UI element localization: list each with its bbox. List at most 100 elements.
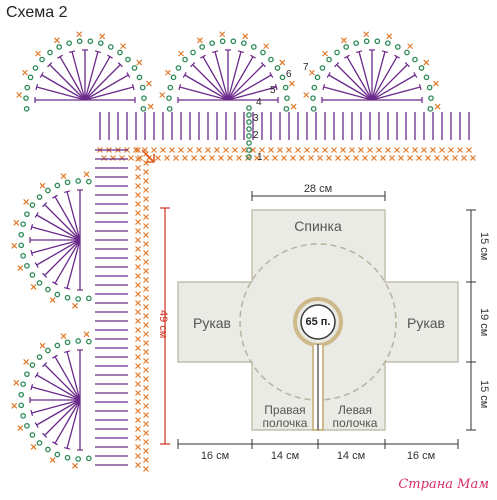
stitch-top	[34, 212, 39, 218]
sc-stitch	[227, 155, 233, 161]
dc-stitch	[227, 74, 272, 101]
sc-stitch	[219, 31, 226, 38]
row-marker-4: 4	[256, 97, 262, 108]
sc-stitch	[290, 155, 296, 161]
chain-stitch	[45, 187, 51, 194]
sc-stitch	[416, 155, 422, 161]
sc-stitch	[23, 198, 30, 205]
dc-stitch	[44, 399, 81, 436]
stitch-top	[64, 350, 71, 354]
stitch-top	[178, 84, 182, 91]
chain-stitch	[246, 140, 252, 146]
dc-stitch	[36, 86, 86, 101]
sc-stitch	[143, 466, 149, 472]
sc-stitch	[135, 192, 141, 198]
sc-stitch	[143, 304, 149, 310]
dc-stitch	[36, 374, 81, 401]
sc-stitch	[143, 349, 149, 355]
chain-stitch	[66, 40, 73, 47]
sc-stitch	[143, 250, 149, 256]
dc-stitch	[346, 56, 373, 101]
sc-stitch	[457, 147, 463, 153]
sc-stitch	[76, 31, 83, 38]
sc-stitch	[259, 147, 265, 153]
chain-stitch	[166, 105, 173, 112]
chain-stitch	[319, 65, 326, 71]
sc-stitch	[434, 103, 441, 110]
chain-stitch	[64, 339, 71, 346]
sc-stitch	[309, 69, 315, 76]
sc-stitch	[389, 155, 395, 161]
chain-stitch	[54, 451, 61, 458]
sc-stitch	[425, 155, 431, 161]
chain-stitch	[140, 105, 147, 112]
dc-stitch	[66, 399, 81, 449]
stitch-top	[190, 62, 196, 68]
sc-stitch	[295, 147, 301, 153]
sc-stitch	[143, 385, 149, 391]
stitch-top	[237, 50, 244, 54]
sc-stitch	[299, 155, 305, 161]
sc-stitch	[394, 147, 400, 153]
stitch-top	[64, 190, 71, 194]
chain-stitch	[29, 202, 36, 208]
chain-stitch	[24, 422, 30, 429]
sc-stitch	[423, 59, 430, 66]
stitch-top	[274, 84, 278, 91]
dc-stitch	[41, 74, 86, 101]
chain-stitch	[54, 182, 61, 189]
row-marker-7: 7	[303, 62, 309, 73]
stitch-top	[107, 54, 113, 59]
sc-stitch	[143, 448, 149, 454]
chain-stitch	[117, 49, 123, 56]
sc-stitch	[263, 155, 269, 161]
bottom-label-1: 16 см	[201, 450, 229, 462]
dc-stitch	[66, 351, 81, 401]
chain-stitch	[24, 84, 31, 91]
chain-stitch	[45, 446, 51, 453]
chain-stitch	[426, 84, 433, 91]
chain-stitch	[246, 154, 252, 160]
sc-stitch	[49, 457, 56, 463]
chain-stitch	[29, 272, 36, 278]
sc-stitch	[245, 155, 251, 161]
sc-stitch	[353, 155, 359, 161]
chain-stitch	[32, 65, 39, 71]
dc-stitch	[54, 356, 81, 401]
sc-stitch	[191, 155, 197, 161]
sc-stitch	[143, 205, 149, 211]
chain-stitch	[166, 95, 172, 102]
sc-stitch	[135, 435, 141, 441]
stitch-top	[356, 50, 363, 54]
direction-arrow	[141, 149, 155, 163]
sc-stitch	[281, 155, 287, 161]
sc-stitch	[135, 246, 141, 252]
sc-stitch	[398, 155, 404, 161]
sc-stitch	[303, 92, 310, 98]
chain-stitch	[412, 56, 418, 63]
sc-stitch	[430, 147, 436, 153]
chain-stitch	[85, 178, 92, 185]
sc-stitch	[135, 201, 141, 207]
sc-stitch	[371, 155, 377, 161]
stitch-top	[394, 54, 400, 59]
watermark: Страна Мам	[398, 477, 489, 492]
sc-stitch	[169, 147, 175, 153]
sc-stitch	[272, 155, 278, 161]
sc-stitch	[452, 155, 458, 161]
stitch-top	[404, 62, 410, 68]
sc-stitch	[143, 394, 149, 400]
sc-stitch	[135, 426, 141, 432]
chain-stitch	[64, 454, 71, 461]
sc-stitch	[135, 444, 141, 450]
right-middle-label: 19 см	[478, 308, 490, 336]
sc-stitch	[386, 33, 393, 40]
sc-stitch	[135, 291, 141, 297]
sc-stitch	[143, 331, 149, 337]
chain-stitch	[246, 133, 252, 139]
stitch-top	[30, 384, 34, 391]
sc-stitch	[145, 80, 152, 87]
sc-stitch	[412, 147, 418, 153]
sc-stitch	[60, 333, 67, 340]
sc-stitch	[135, 228, 141, 234]
